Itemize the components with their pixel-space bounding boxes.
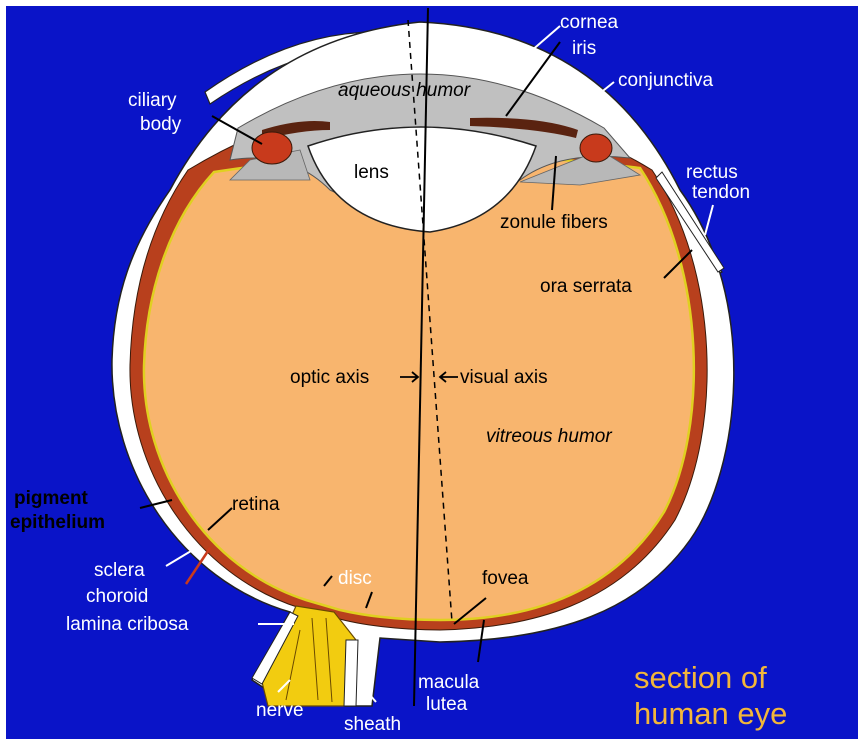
label-body: body [140, 114, 182, 135]
diagram-title-line1: section of [634, 660, 767, 695]
label-lens: lens [354, 162, 389, 183]
label-pigment: pigment [14, 488, 89, 509]
label-zonule-fibers: zonule fibers [500, 212, 608, 233]
label-conjunctiva: conjunctiva [618, 70, 713, 91]
label-optic-axis: optic axis [290, 367, 369, 388]
label-visual-axis: visual axis [460, 367, 548, 388]
label-tendon: tendon [692, 182, 750, 203]
ciliary-body-left [252, 132, 292, 164]
label-aqueous-humor: aqueous humor [338, 80, 471, 101]
label-lamina-cribosa: lamina cribosa [66, 614, 189, 635]
label-macula: macula [418, 672, 480, 693]
label-iris: iris [572, 38, 596, 59]
label-ora-serrata: ora serrata [540, 276, 632, 297]
label-cornea: cornea [560, 12, 619, 33]
label-nerve: nerve [256, 700, 304, 721]
label-retina: retina [232, 494, 280, 515]
label-choroid: choroid [86, 586, 148, 607]
label-fovea: fovea [482, 568, 529, 589]
label-ciliary: ciliary [128, 90, 177, 111]
nerve-sheath-right [344, 640, 358, 706]
label-sclera: sclera [94, 560, 145, 581]
ciliary-body-right [580, 134, 612, 162]
label-rectus: rectus [686, 162, 738, 183]
diagram-title-line2: human eye [634, 696, 787, 731]
label-lutea: lutea [426, 694, 468, 715]
label-sheath: sheath [344, 714, 401, 735]
label-vitreous-humor: vitreous humor [486, 426, 612, 447]
label-disc: disc [338, 568, 372, 589]
label-epithelium: epithelium [10, 512, 105, 533]
